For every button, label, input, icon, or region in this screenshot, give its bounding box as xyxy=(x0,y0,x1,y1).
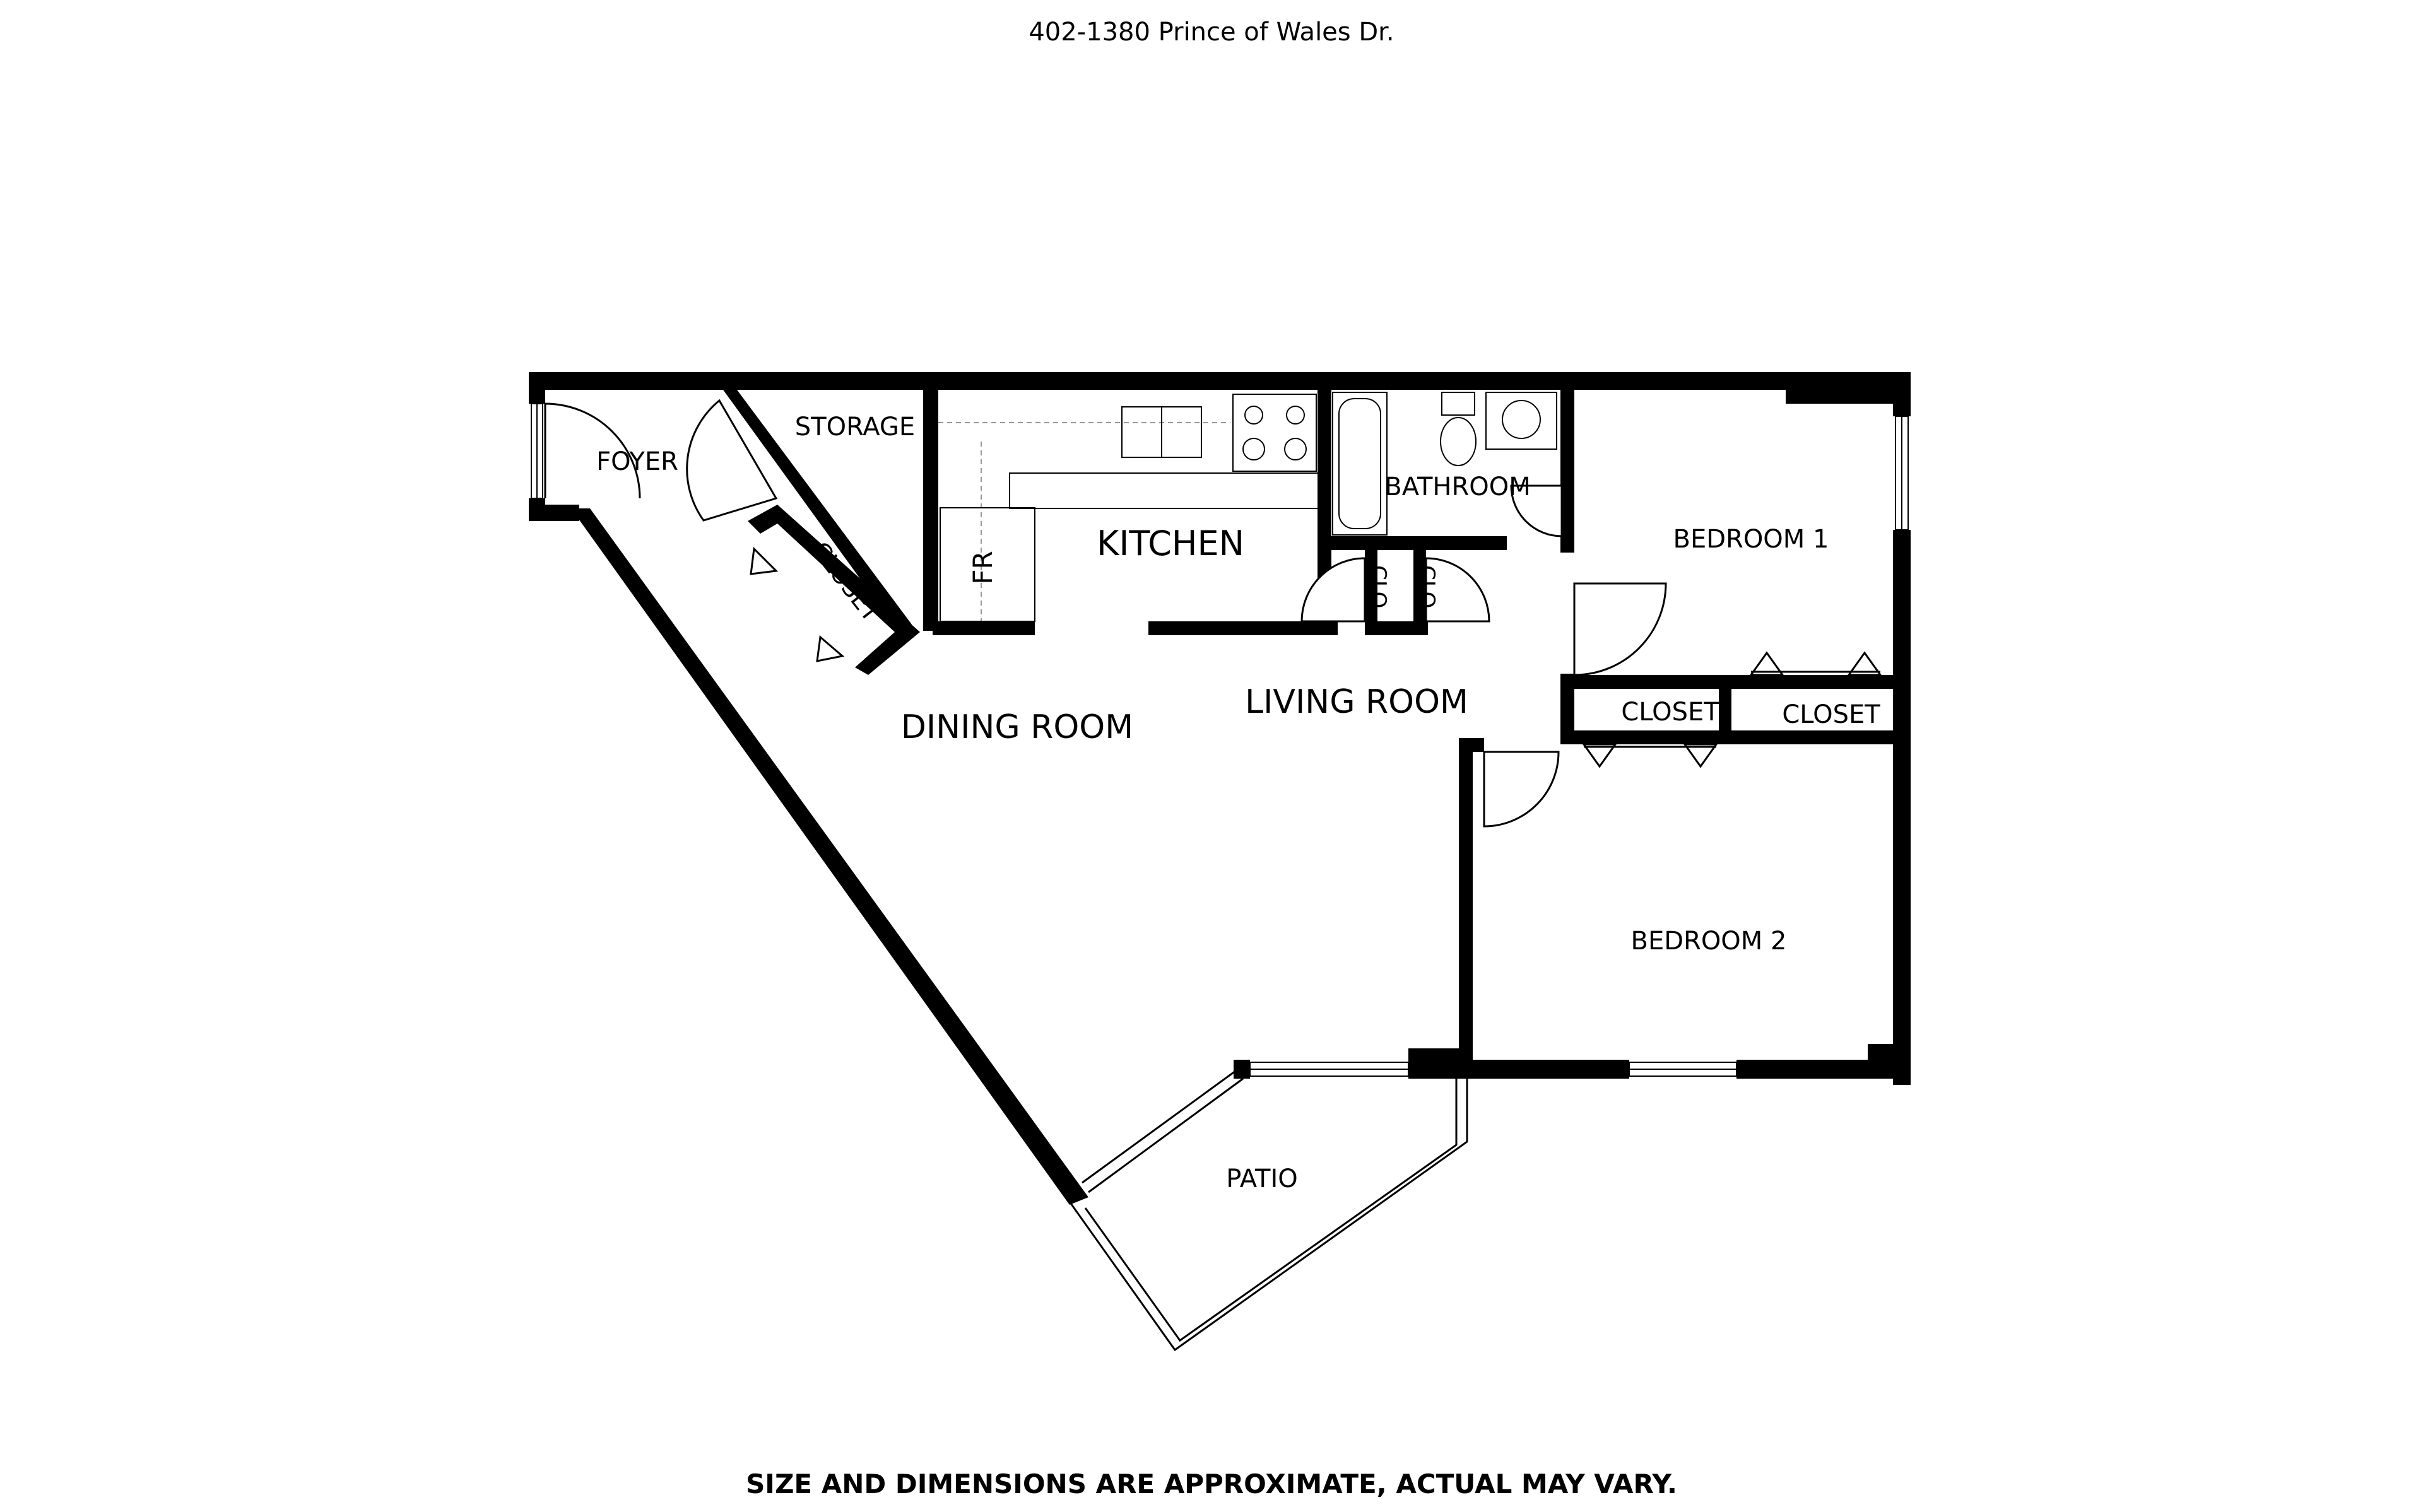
closet-bifold-4 xyxy=(1683,743,1718,768)
bathroom-fixtures xyxy=(1332,392,1557,536)
se-corner-block xyxy=(1868,1044,1911,1079)
label-living-room: LIVING ROOM xyxy=(1245,683,1468,721)
entry-closet-bifold-1 xyxy=(750,546,779,575)
disclaimer-text: SIZE AND DIMENSIONS ARE APPROXIMATE, ACT… xyxy=(746,1468,1677,1499)
entry-closet-bifold-2 xyxy=(816,635,845,662)
label-clo-right: CLO. xyxy=(1414,565,1439,614)
closet-entry-walls xyxy=(748,505,920,675)
label-closet-b1-left: CLOSET xyxy=(1621,698,1719,727)
storage-east-wall xyxy=(923,390,938,631)
bathroom-west-wall xyxy=(1318,390,1331,624)
bedroom1-door-swing xyxy=(1573,582,1667,676)
closets-north-wall xyxy=(1560,675,1911,689)
clo-divider-left xyxy=(1365,542,1377,634)
label-closet-b1-right: CLOSET xyxy=(1782,700,1880,729)
front-door-swing xyxy=(544,402,641,499)
closet-bifold-1 xyxy=(1749,651,1784,676)
label-clo-left: CLO. xyxy=(1365,565,1391,614)
north-wall xyxy=(529,372,1911,390)
label-fridge: FR xyxy=(967,551,998,584)
toilet-tank xyxy=(1441,392,1475,416)
bedroom1-west-wall-top xyxy=(1560,390,1574,553)
bathroom-door-swing xyxy=(1510,484,1563,537)
bedroom2-door-swing xyxy=(1483,751,1560,828)
exterior-walls xyxy=(529,372,1911,1205)
closets-divider xyxy=(1719,675,1731,744)
label-bedroom1: BEDROOM 1 xyxy=(1673,525,1829,554)
label-storage: STORAGE xyxy=(795,413,915,442)
floor-plan-address: 402-1380 Prince of Wales Dr. xyxy=(1029,18,1394,47)
bedroom2-west-wall xyxy=(1459,738,1473,1061)
label-kitchen: KITCHEN xyxy=(1097,524,1244,563)
patio-railing xyxy=(1068,1068,1468,1352)
kitchen-south-wall-right xyxy=(1148,621,1338,635)
south-wall-left xyxy=(1459,1060,1629,1079)
storage-door-swing xyxy=(686,399,778,522)
clo-left-door-swing xyxy=(1300,557,1366,623)
interior-walls xyxy=(723,390,1911,1061)
doors xyxy=(544,399,1882,828)
east-wall-bottom xyxy=(1893,530,1911,1085)
windows xyxy=(531,403,1909,1077)
closet-bifold-2 xyxy=(1847,651,1882,676)
label-foyer: FOYER xyxy=(596,447,678,476)
label-bathroom: BATHROOM xyxy=(1384,472,1530,501)
bedroom1-west-wall-bottom xyxy=(1560,674,1574,743)
kitchen-south-wall-left xyxy=(933,621,1035,635)
patio-wall-stub-left xyxy=(1234,1060,1250,1079)
label-dining-room: DINING ROOM xyxy=(901,708,1133,746)
clo-right-door-swing xyxy=(1425,557,1490,623)
kitchen-fixtures xyxy=(938,394,1319,622)
fridge xyxy=(940,507,1035,622)
bathroom-south-wall xyxy=(1318,536,1507,550)
bathtub xyxy=(1332,392,1388,536)
clo-divider-right xyxy=(1413,542,1426,634)
bathtub-basin xyxy=(1338,398,1381,529)
foyer-sw-corner xyxy=(529,505,579,521)
vanity xyxy=(1485,392,1557,450)
bedroom2-nw-corner xyxy=(1459,738,1484,752)
foyer-wall-top xyxy=(529,372,545,404)
bedroom1-ne-corner xyxy=(1786,390,1911,404)
closet-bifold-3 xyxy=(1582,743,1617,768)
sink xyxy=(1502,400,1541,439)
toilet-bowl xyxy=(1440,417,1477,466)
closets-south-wall xyxy=(1560,730,1911,744)
diagonal-wall xyxy=(571,508,1088,1205)
label-patio: PATIO xyxy=(1226,1164,1298,1193)
storage-diagonal-wall xyxy=(723,390,912,631)
clo-bottom-wall xyxy=(1365,621,1428,635)
label-bedroom2: BEDROOM 2 xyxy=(1631,927,1787,956)
stove xyxy=(1232,394,1317,472)
